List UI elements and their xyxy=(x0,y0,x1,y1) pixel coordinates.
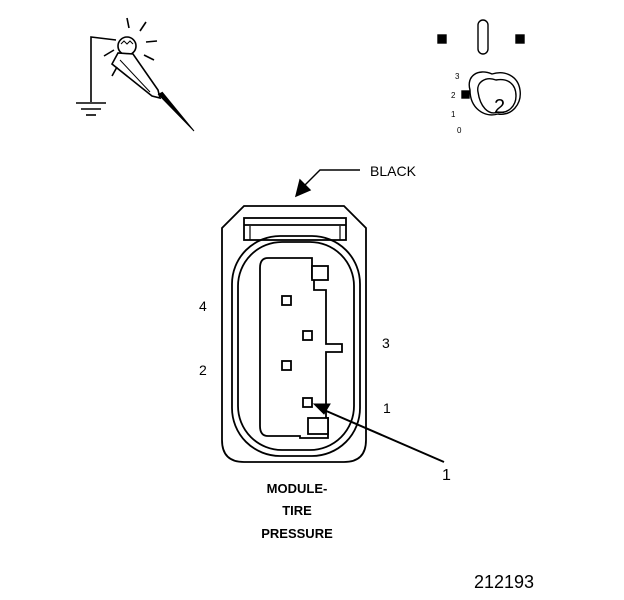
component-name-line-1: MODULE- xyxy=(266,481,328,496)
terminal-2 xyxy=(281,360,292,371)
black-label-arrow xyxy=(294,169,360,198)
pin-label-3: 3 xyxy=(382,335,390,351)
meter-setting: 2 xyxy=(494,96,506,118)
callout-number: 1 xyxy=(442,467,451,484)
pin-label-1: 1 xyxy=(383,400,391,416)
multimeter-selector-icon xyxy=(437,19,525,116)
component-name-line-3: PRESSURE xyxy=(261,526,333,541)
figure-number: 212193 xyxy=(474,572,535,592)
ground-symbol-icon xyxy=(76,102,106,116)
meter-scale-0: 0 xyxy=(457,126,462,135)
meter-scale-2: 2 xyxy=(451,91,456,100)
test-light-probe-icon xyxy=(76,17,195,132)
pin-label-4: 4 xyxy=(199,298,207,314)
connector-body xyxy=(221,205,367,463)
wire-color-label: BLACK xyxy=(370,163,416,179)
terminal-4 xyxy=(281,295,292,306)
terminal-1 xyxy=(302,397,313,408)
pin-label-2: 2 xyxy=(199,362,207,378)
meter-scale-3: 3 xyxy=(455,72,460,81)
meter-scale-1: 1 xyxy=(451,110,456,119)
terminal-3 xyxy=(302,330,313,341)
callout-leader xyxy=(312,403,445,463)
component-name-line-2: TIRE xyxy=(282,503,312,518)
